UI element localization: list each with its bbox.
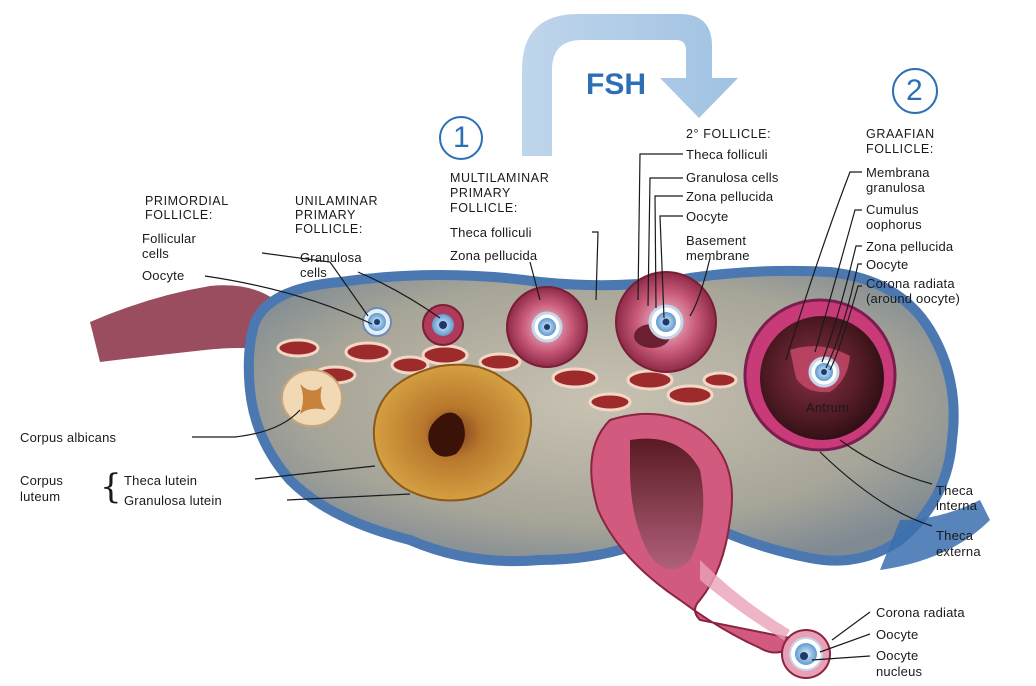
step-2-number: 2	[906, 74, 923, 108]
primordial-title-2: FOLLICLE:	[145, 208, 213, 223]
primordial-title: PRIMORDIAL	[145, 194, 229, 209]
theca-folliculi-multi-label: Theca folliculi	[450, 225, 532, 240]
granulosa-cells-label-2: cells	[300, 265, 327, 280]
theca-interna-label: Theca	[936, 483, 973, 498]
corona-radiata-g-label: Corona radiata	[866, 276, 955, 291]
corpus-luteum-label: Corpus	[20, 473, 63, 488]
multilaminar-follicle	[507, 287, 587, 367]
granulosa-lutein-label: Granulosa lutein	[124, 493, 222, 508]
granulosa-cells-2-label: Granulosa cells	[686, 170, 779, 185]
corona-radiata-g-label-2: (around oocyte)	[866, 291, 960, 306]
unilaminar-title-2: PRIMARY	[295, 208, 356, 223]
theca-interna-label-2: interna	[936, 498, 977, 513]
oocyte-nucleus-label-2: nucleus	[876, 664, 922, 679]
primordial-oocyte-label: Oocyte	[142, 268, 184, 283]
theca-folliculi-2-label: Theca folliculi	[686, 147, 768, 162]
theca-lutein-label: Theca lutein	[124, 473, 197, 488]
basement-membrane-label-2: membrane	[686, 248, 750, 263]
oocyte-ov-label: Oocyte	[876, 627, 918, 642]
cumulus-oophorus-label: Cumulus	[866, 202, 919, 217]
step-1-number: 1	[453, 121, 470, 155]
secondary-follicle	[616, 272, 716, 372]
oocyte-g-label: Oocyte	[866, 257, 908, 272]
zona-pellucida-g-label: Zona pellucida	[866, 239, 953, 254]
follicular-cells-label: Follicular	[142, 231, 196, 246]
corpus-luteum-brace: {	[100, 470, 122, 504]
theca-externa-label: Theca	[936, 528, 973, 543]
oocyte-2-label: Oocyte	[686, 209, 728, 224]
multilaminar-title-2: PRIMARY	[450, 186, 511, 201]
corpus-luteum-label-2: luteum	[20, 489, 60, 504]
zona-pellucida-multi-label: Zona pellucida	[450, 248, 537, 263]
membrana-granulosa-label: Membrana	[866, 165, 930, 180]
corpus-luteum	[374, 365, 531, 501]
cumulus-oophorus-label-2: oophorus	[866, 217, 922, 232]
membrana-granulosa-label-2: granulosa	[866, 180, 925, 195]
unilaminar-title-3: FOLLICLE:	[295, 222, 363, 237]
follicular-cells-label-2: cells	[142, 246, 169, 261]
antrum-label: Antrum	[806, 400, 849, 415]
multilaminar-title-3: FOLLICLE:	[450, 201, 518, 216]
fsh-label: FSH	[586, 68, 646, 102]
oocyte-nucleus-label: Oocyte	[876, 648, 918, 663]
unilaminar-title: UNILAMINAR	[295, 194, 378, 209]
granulosa-cells-label: Granulosa	[300, 250, 362, 265]
graafian-title: GRAAFIAN	[866, 127, 935, 142]
released-oocyte	[782, 630, 830, 678]
corona-radiata-ov-label: Corona radiata	[876, 605, 965, 620]
secondary-follicle-title: 2° FOLLICLE:	[686, 127, 771, 142]
corpus-albicans-label: Corpus albicans	[20, 430, 116, 445]
graafian-title-2: FOLLICLE:	[866, 142, 934, 157]
graafian-follicle	[745, 300, 895, 450]
multilaminar-title: MULTILAMINAR	[450, 171, 549, 186]
zona-pellucida-2-label: Zona pellucida	[686, 189, 773, 204]
basement-membrane-label: Basement	[686, 233, 746, 248]
theca-externa-label-2: externa	[936, 544, 981, 559]
